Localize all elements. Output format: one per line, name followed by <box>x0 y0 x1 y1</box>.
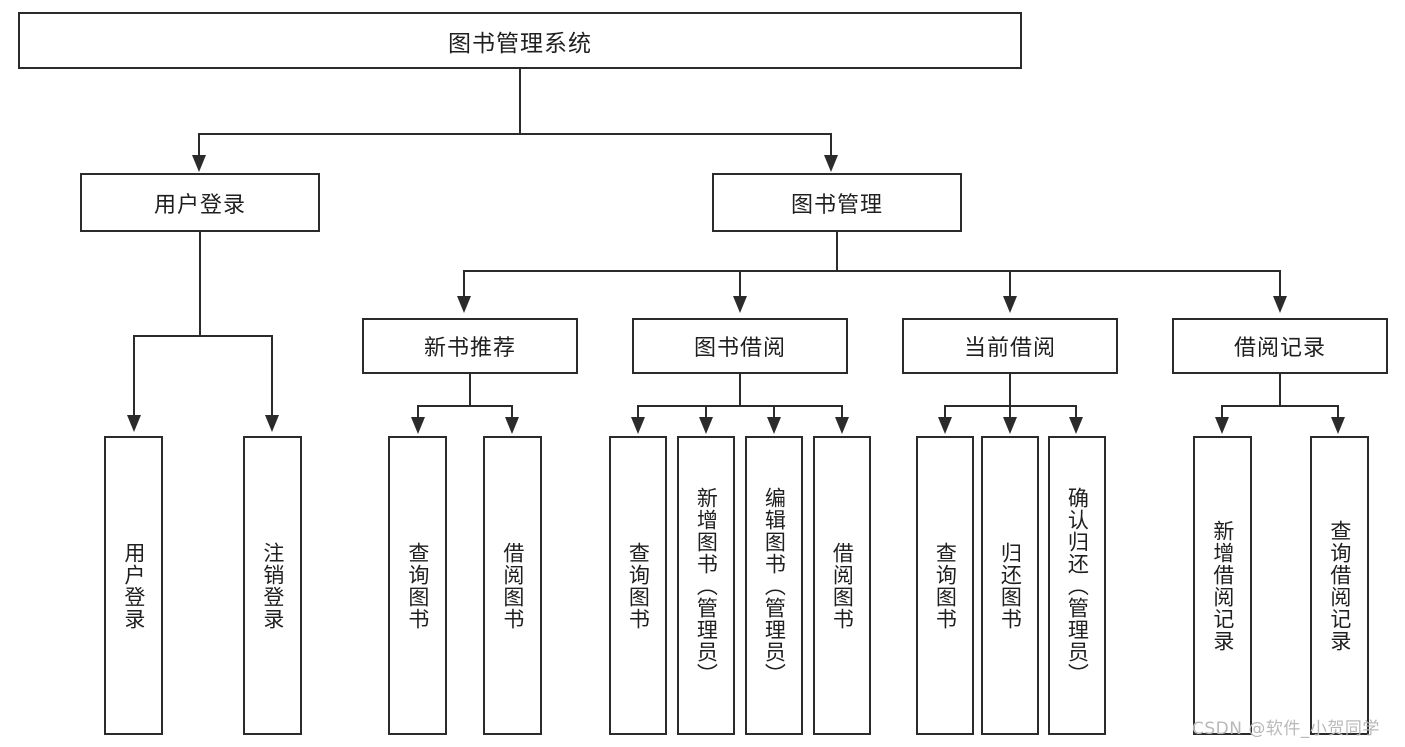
leaf-book-borrow-borrow-book[interactable]: 借阅图书 <box>813 436 871 735</box>
edge-user-login-to-leaf-1 <box>133 335 135 417</box>
arrow-book-borrow-to-leaf-1 <box>631 417 645 434</box>
edge-root-bar <box>198 133 832 135</box>
leaf-label: 借阅图书 <box>830 541 855 630</box>
node-current-borrow[interactable]: 当前借阅 <box>902 318 1118 374</box>
leaf-user-login-login[interactable]: 用户登录 <box>104 436 163 735</box>
edge-root-stem <box>519 69 521 134</box>
leaf-current-borrow-confirm-return-admin[interactable]: 确认归还（管理员） <box>1048 436 1106 735</box>
edge-current-borrow-to-leaf-3 <box>1075 405 1077 419</box>
edge-borrow-record-stem <box>1279 374 1281 406</box>
arrow-book-borrow-to-leaf-3 <box>767 417 781 434</box>
leaf-label: 查询图书 <box>405 541 430 630</box>
edge-user-login-bar <box>133 335 273 337</box>
edge-new-book-to-leaf-1 <box>417 405 419 419</box>
edge-bm-to-current-borrow <box>1009 270 1011 298</box>
leaf-label: 查询借阅记录 <box>1327 519 1352 652</box>
arrow-user-login-to-leaf-2 <box>265 415 279 432</box>
watermark-text: CSDN @软件_小贺同学 <box>1192 719 1380 739</box>
leaf-book-borrow-add-book-admin[interactable]: 新增图书（管理员） <box>677 436 735 735</box>
node-new-book-recommend[interactable]: 新书推荐 <box>362 318 578 374</box>
edge-book-management-stem <box>836 232 838 272</box>
edge-borrow-record-bar <box>1221 405 1339 407</box>
arrow-current-borrow-to-leaf-2 <box>1003 417 1017 434</box>
arrow-current-borrow-to-leaf-1 <box>938 417 952 434</box>
edge-book-borrow-to-leaf-1 <box>637 405 639 419</box>
arrow-bm-to-current-borrow <box>1003 296 1017 313</box>
edge-borrow-record-to-leaf-1 <box>1221 405 1223 419</box>
edge-bm-to-book-borrow <box>739 270 741 298</box>
leaf-label: 新增图书（管理员） <box>694 486 719 685</box>
leaf-label: 新增借阅记录 <box>1210 519 1235 652</box>
arrow-root-to-book-management <box>824 155 838 172</box>
arrow-bm-to-new-book <box>457 296 471 313</box>
node-user-login[interactable]: 用户登录 <box>80 173 320 232</box>
edge-user-login-stem <box>199 232 201 336</box>
edge-new-book-to-leaf-2 <box>511 405 513 419</box>
leaf-label: 归还图书 <box>998 541 1023 630</box>
edge-current-borrow-stem <box>1009 374 1011 406</box>
arrow-bm-to-borrow-record <box>1273 296 1287 313</box>
edge-current-borrow-to-leaf-1 <box>944 405 946 419</box>
arrow-borrow-record-to-leaf-2 <box>1331 417 1345 434</box>
edge-borrow-record-to-leaf-2 <box>1337 405 1339 419</box>
edge-user-login-to-leaf-2 <box>271 335 273 417</box>
arrow-user-login-to-leaf-1 <box>127 415 141 432</box>
leaf-borrow-record-query-record[interactable]: 查询借阅记录 <box>1310 436 1369 735</box>
arrow-new-book-to-leaf-1 <box>411 417 425 434</box>
edge-current-borrow-to-leaf-2 <box>1009 405 1011 419</box>
leaf-book-borrow-query-book[interactable]: 查询图书 <box>609 436 667 735</box>
leaf-new-book-borrow-book[interactable]: 借阅图书 <box>483 436 542 735</box>
arrow-root-to-user-login <box>192 155 206 172</box>
node-borrow-record[interactable]: 借阅记录 <box>1172 318 1388 374</box>
edge-book-borrow-stem <box>739 374 741 406</box>
edge-book-borrow-to-leaf-4 <box>841 405 843 419</box>
arrow-new-book-to-leaf-2 <box>505 417 519 434</box>
leaf-label: 编辑图书（管理员） <box>762 486 787 685</box>
leaf-borrow-record-add-record[interactable]: 新增借阅记录 <box>1193 436 1252 735</box>
edge-new-book-bar <box>417 405 513 407</box>
arrow-current-borrow-to-leaf-3 <box>1069 417 1083 434</box>
edge-bm-to-new-book <box>463 270 465 298</box>
leaf-book-borrow-edit-book-admin[interactable]: 编辑图书（管理员） <box>745 436 803 735</box>
edge-book-borrow-to-leaf-3 <box>773 405 775 419</box>
leaf-current-borrow-query-book[interactable]: 查询图书 <box>916 436 974 735</box>
edge-book-borrow-to-leaf-2 <box>705 405 707 419</box>
edge-bm-to-borrow-record <box>1279 270 1281 298</box>
leaf-label: 查询图书 <box>626 541 651 630</box>
leaf-user-login-logout[interactable]: 注销登录 <box>243 436 302 735</box>
edge-book-management-bar <box>463 270 1281 272</box>
edge-new-book-stem <box>469 374 471 406</box>
node-book-management[interactable]: 图书管理 <box>712 173 962 232</box>
edge-root-to-book-management <box>830 133 832 157</box>
node-root-book-management-system[interactable]: 图书管理系统 <box>18 12 1022 69</box>
leaf-new-book-query-book[interactable]: 查询图书 <box>388 436 447 735</box>
leaf-label: 用户登录 <box>121 541 146 630</box>
arrow-bm-to-book-borrow <box>733 296 747 313</box>
leaf-current-borrow-return-book[interactable]: 归还图书 <box>981 436 1039 735</box>
leaf-label: 确认归还（管理员） <box>1065 486 1090 685</box>
leaf-label: 查询图书 <box>933 541 958 630</box>
edge-book-borrow-bar <box>637 405 843 407</box>
arrow-book-borrow-to-leaf-4 <box>835 417 849 434</box>
leaf-label: 借阅图书 <box>500 541 525 630</box>
edge-root-to-user-login <box>198 133 200 157</box>
arrow-book-borrow-to-leaf-2 <box>699 417 713 434</box>
leaf-label: 注销登录 <box>260 541 285 630</box>
arrow-borrow-record-to-leaf-1 <box>1215 417 1229 434</box>
node-book-borrow[interactable]: 图书借阅 <box>632 318 848 374</box>
